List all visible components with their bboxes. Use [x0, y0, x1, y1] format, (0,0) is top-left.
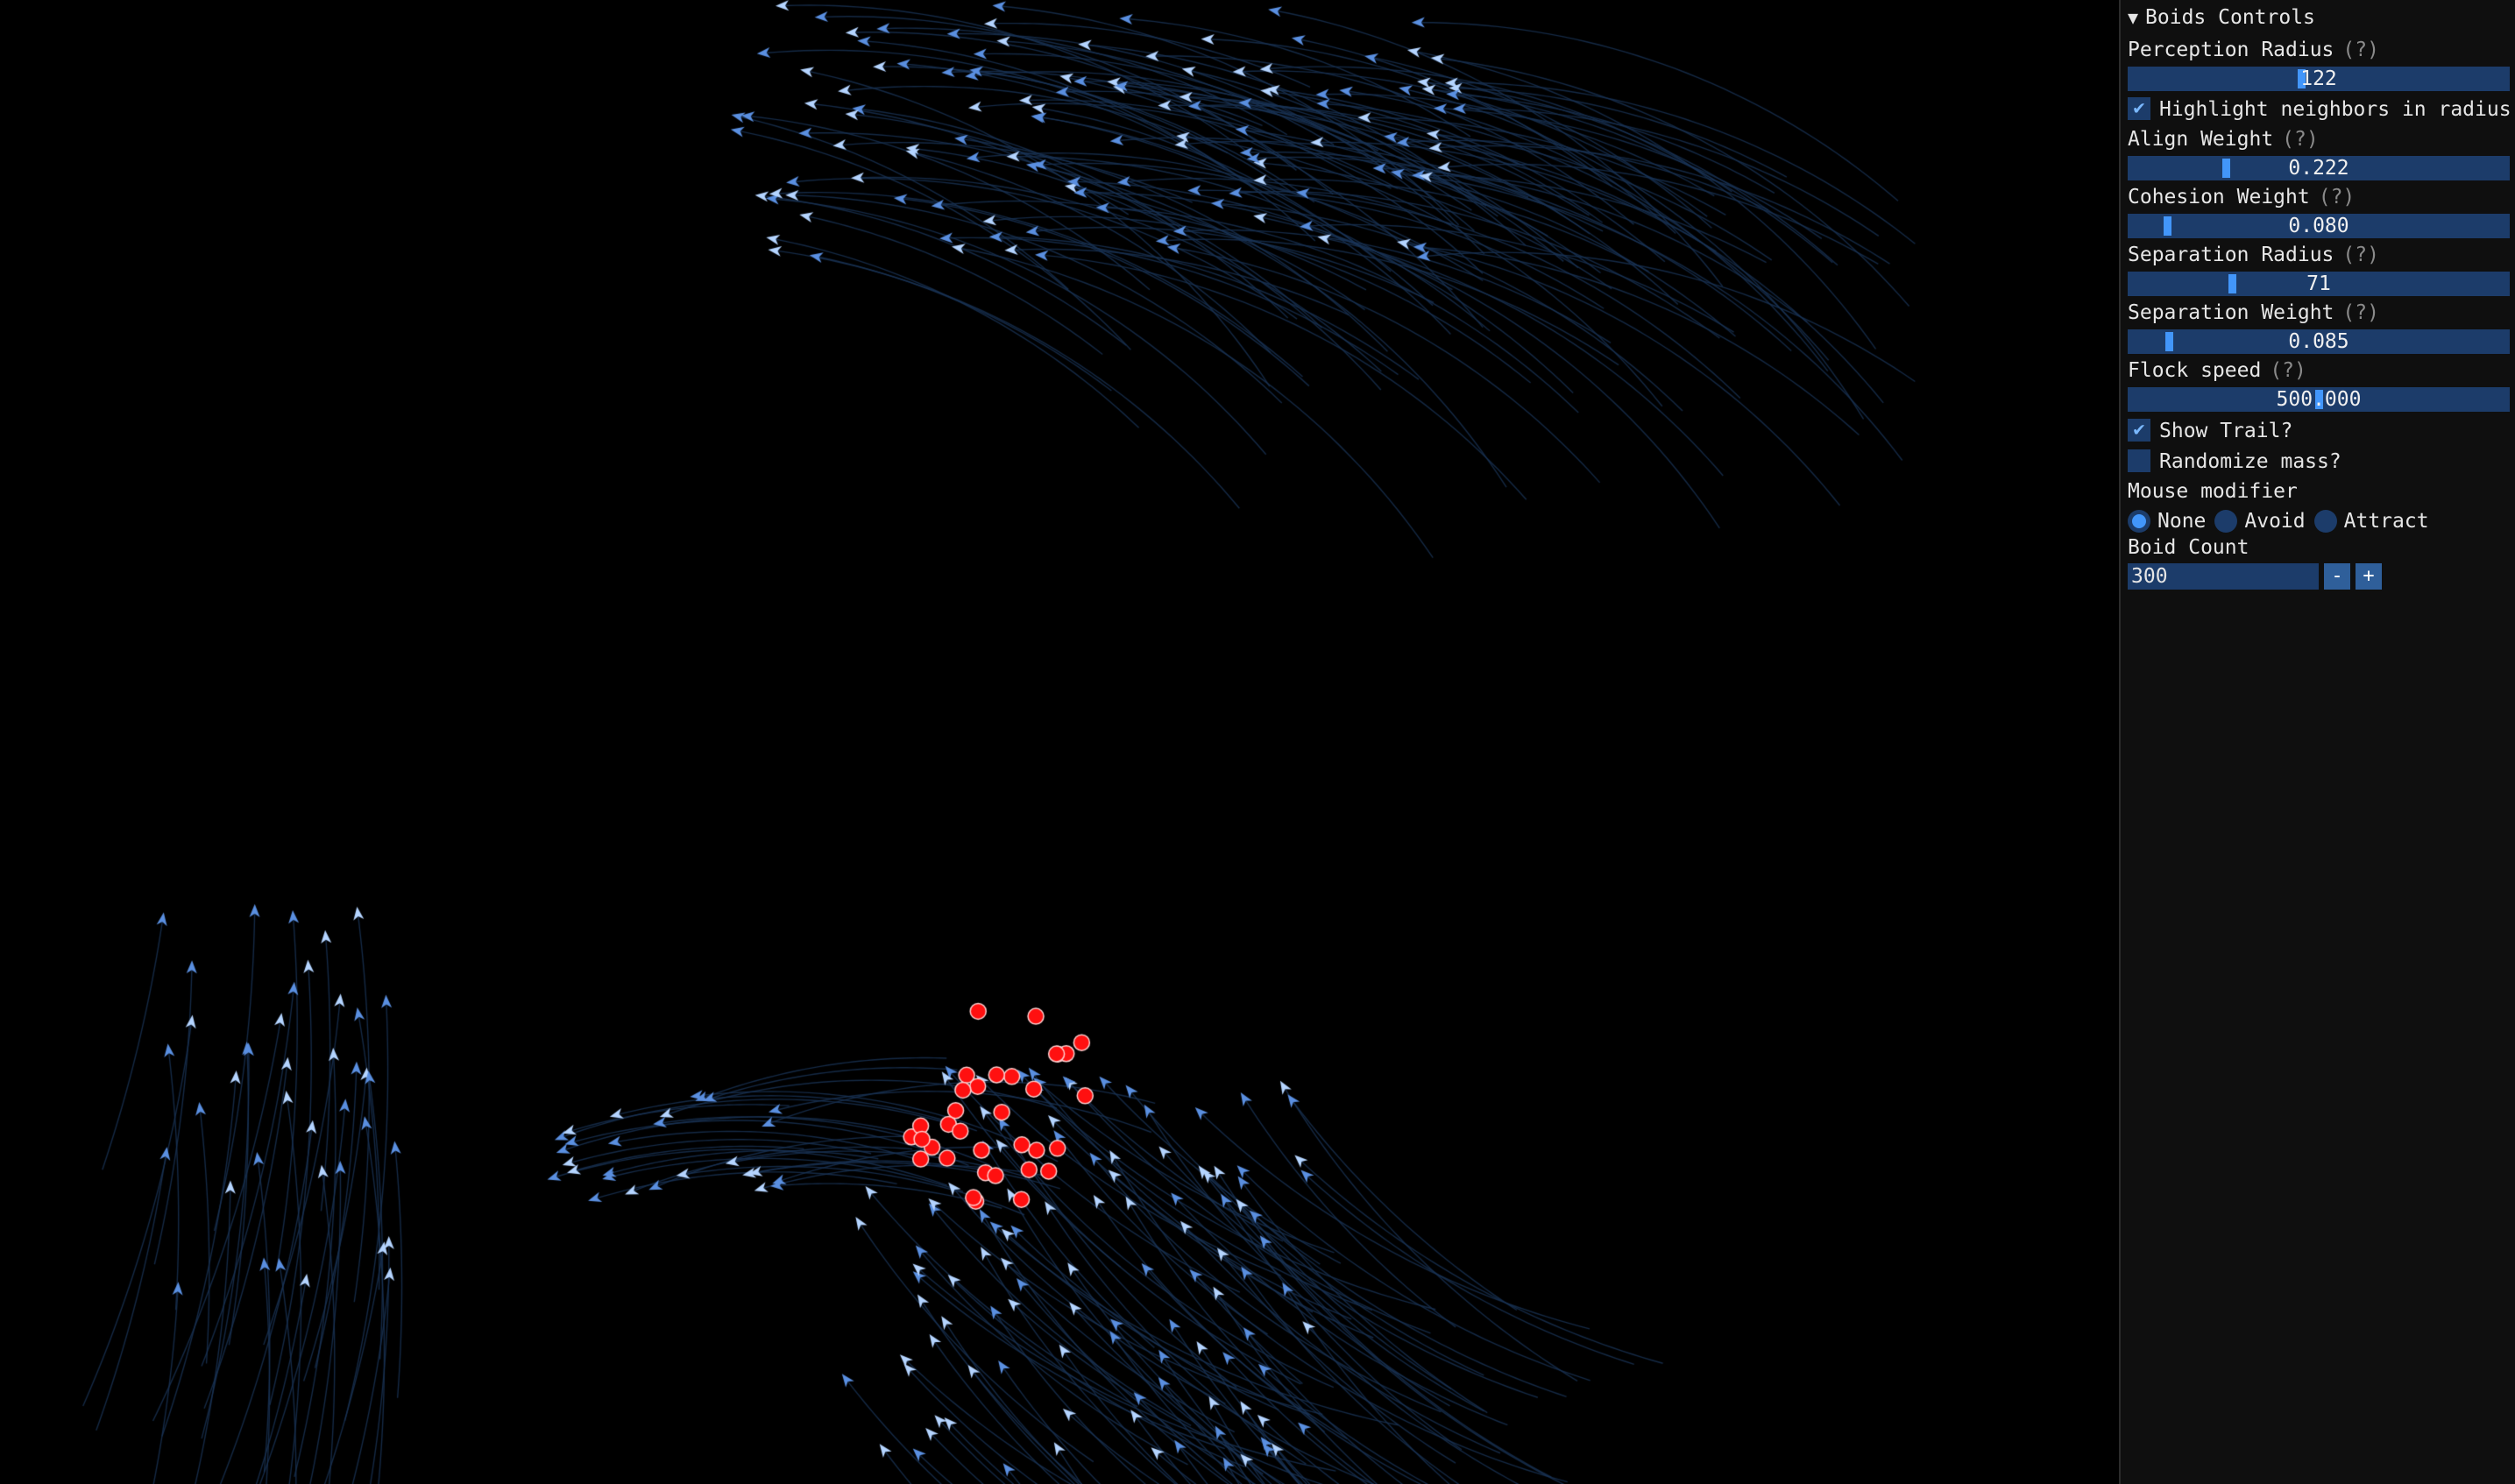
help-icon[interactable]: (?): [2282, 128, 2319, 151]
radio-avoid[interactable]: Avoid: [2214, 508, 2306, 534]
slider-value: 0.080: [2288, 215, 2349, 237]
slider-grab[interactable]: [2163, 216, 2171, 236]
align-weight-label: Align Weight(?): [2128, 128, 2319, 151]
checkmark-icon[interactable]: ✔: [2128, 418, 2150, 442]
align-weight-slider[interactable]: 0.222: [2128, 156, 2510, 180]
radio-attract[interactable]: Attract: [2313, 508, 2429, 534]
perception-radius-label: Perception Radius(?): [2128, 39, 2379, 61]
randomize-mass-checkbox[interactable]: Randomize mass?: [2128, 449, 2341, 475]
radio-none[interactable]: None: [2128, 508, 2206, 534]
slider-value: 122: [2300, 67, 2337, 90]
perception-radius-slider[interactable]: 122: [2128, 67, 2510, 91]
collapse-triangle-icon[interactable]: ▼: [2128, 7, 2139, 28]
flock-speed-slider[interactable]: 500.000: [2128, 387, 2510, 412]
panel-title: Boids Controls: [2145, 6, 2315, 29]
cohesion-weight-slider[interactable]: 0.080: [2128, 214, 2510, 238]
mouse-modifier-label: Mouse modifier: [2128, 480, 2298, 503]
boid-count-label: Boid Count: [2128, 536, 2249, 559]
help-icon[interactable]: (?): [2342, 39, 2379, 61]
cohesion-weight-label: Cohesion Weight(?): [2128, 186, 2356, 208]
boids-canvas[interactable]: [0, 0, 2119, 1484]
flock-speed-label: Flock speed(?): [2128, 359, 2306, 382]
slider-grab[interactable]: [2298, 69, 2306, 88]
slider-value: 71: [2306, 272, 2331, 295]
radio-dot-icon[interactable]: [2128, 510, 2150, 533]
slider-grab[interactable]: [2228, 274, 2237, 293]
decrement-button[interactable]: -: [2324, 563, 2350, 590]
checkbox-icon[interactable]: [2128, 449, 2150, 472]
help-icon[interactable]: (?): [2318, 186, 2356, 208]
boid-count-input[interactable]: 300: [2128, 563, 2319, 590]
increment-button[interactable]: +: [2356, 563, 2382, 590]
radio-dot-icon[interactable]: [2214, 510, 2238, 533]
help-icon[interactable]: (?): [2270, 359, 2306, 382]
separation-radius-slider[interactable]: 71: [2128, 272, 2510, 296]
slider-value: 0.222: [2288, 157, 2349, 180]
show-trail-checkbox[interactable]: ✔Show Trail?: [2128, 418, 2292, 444]
help-icon[interactable]: (?): [2342, 244, 2379, 266]
slider-value: 500.000: [2276, 388, 2362, 411]
radio-dot-icon[interactable]: [2313, 510, 2337, 533]
highlight-neighbors-checkbox[interactable]: ✔Highlight neighbors in radius: [2128, 96, 2511, 123]
slider-grab[interactable]: [2164, 332, 2173, 351]
help-icon[interactable]: (?): [2342, 301, 2379, 324]
separation-radius-label: Separation Radius(?): [2128, 244, 2379, 266]
panel-header[interactable]: ▼ Boids Controls: [2128, 4, 2315, 32]
slider-grab[interactable]: [2222, 159, 2231, 178]
slider-grab[interactable]: [2314, 390, 2323, 409]
separation-weight-slider[interactable]: 0.085: [2128, 329, 2510, 354]
boids-controls-panel: ▼ Boids Controls Perception Radius(?) 122…: [2119, 0, 2515, 1484]
checkmark-icon[interactable]: ✔: [2128, 96, 2150, 120]
mouse-modifier-radio-group: None Avoid Attract: [2128, 508, 2438, 534]
slider-value: 0.085: [2288, 330, 2349, 353]
separation-weight-label: Separation Weight(?): [2128, 301, 2379, 324]
